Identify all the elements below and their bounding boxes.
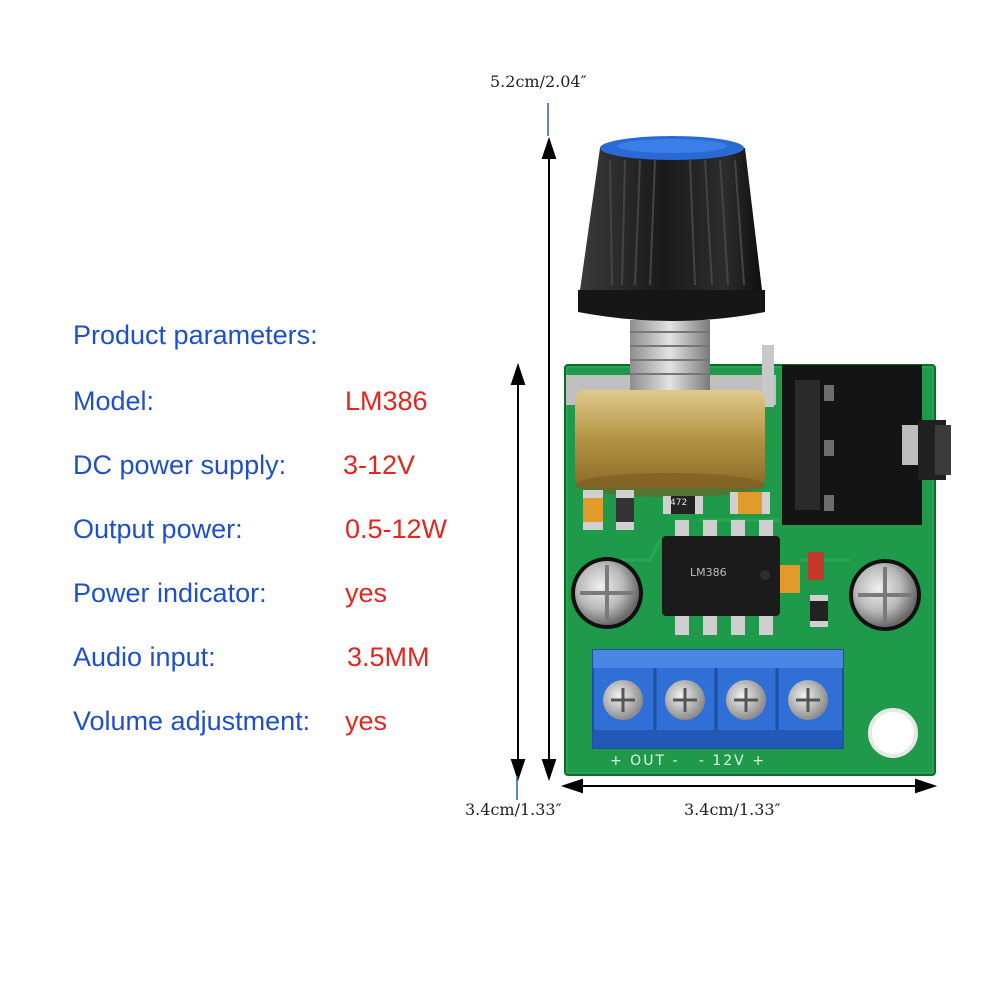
terminal-screws bbox=[603, 680, 828, 720]
pcb-terminal-silkscreen: + OUT - - 12V + bbox=[610, 753, 766, 769]
spec-value-power-indicator: yes bbox=[345, 578, 388, 608]
spec-label-power-supply: DC power supply: bbox=[73, 450, 287, 480]
spec-value-audio-input: 3.5MM bbox=[347, 642, 430, 672]
resistor-marking: 472 bbox=[670, 498, 688, 508]
spec-value-model: LM386 bbox=[345, 386, 428, 416]
spec-label-volume-adjustment: Volume adjustment: bbox=[73, 706, 311, 736]
knob bbox=[578, 136, 765, 321]
dimension-height-board-label: 3.4cm/1.33″ bbox=[465, 800, 562, 819]
spec-heading: Product parameters: bbox=[73, 320, 318, 350]
spec-label-audio-input: Audio input: bbox=[73, 642, 216, 672]
spec-label-model: Model: bbox=[73, 386, 155, 416]
spec-value-volume-adjustment: yes bbox=[345, 706, 388, 736]
capacitor-right bbox=[849, 559, 921, 631]
potentiometer bbox=[566, 320, 776, 497]
spec-value-power-supply: 3-12V bbox=[343, 450, 416, 480]
spec-label-power-indicator: Power indicator: bbox=[73, 578, 267, 608]
dimension-width-board-label: 3.4cm/1.33″ bbox=[684, 800, 781, 819]
capacitor-left bbox=[571, 557, 643, 629]
dimension-lines bbox=[510, 136, 938, 794]
audio-jack bbox=[782, 365, 951, 525]
dimension-height-total-label: 5.2cm/2.04″ bbox=[490, 72, 587, 91]
spec-value-output-power: 0.5-12W bbox=[345, 514, 448, 544]
ic-chip-marking: LM386 bbox=[690, 566, 727, 579]
smd-components bbox=[583, 490, 828, 627]
spec-label-output-power: Output power: bbox=[73, 514, 243, 544]
ic-chip bbox=[662, 520, 780, 635]
